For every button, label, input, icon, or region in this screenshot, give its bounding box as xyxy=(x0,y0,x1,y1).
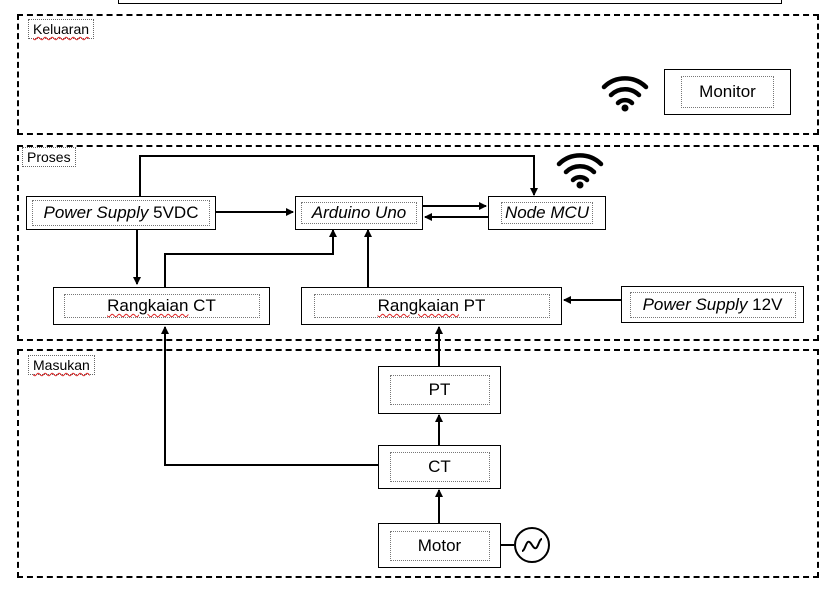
arrow-ps5v-nodemcu xyxy=(139,155,538,196)
node-mcu-label: Node MCU xyxy=(504,203,590,222)
rangkaian-ct-label-rest: CT xyxy=(188,296,216,315)
power-supply-12v-label-rest: 12V xyxy=(747,294,783,314)
rangkaian-ct-block: Rangkaian CT xyxy=(53,287,270,325)
motor-block: Motor xyxy=(378,523,501,568)
power-supply-5v-label-rest: 5VDC xyxy=(148,203,199,222)
section-keluaran xyxy=(17,14,819,135)
arduino-uno-label: Arduino Uno xyxy=(311,203,407,222)
node-mcu-block: Node MCU xyxy=(488,196,606,230)
power-supply-12v-label-italic: Power Supply xyxy=(642,294,748,314)
section-label-proses: Proses xyxy=(22,147,76,167)
power-supply-12v-block: Power Supply 12V xyxy=(621,286,804,323)
rangkaian-pt-block: Rangkaian PT xyxy=(301,287,562,325)
pt-label: PT xyxy=(428,380,451,399)
ct-block: CT xyxy=(378,445,501,489)
section-masukan xyxy=(17,349,819,578)
power-supply-5v-label-italic: Power Supply xyxy=(43,203,149,222)
monitor-block: Monitor xyxy=(664,69,791,115)
arrow-ct-rangkaian-ct xyxy=(161,326,378,466)
power-supply-5v-block: Power Supply 5VDC xyxy=(26,196,216,230)
motor-label: Motor xyxy=(417,535,462,555)
rangkaian-pt-label-rest: PT xyxy=(458,296,486,315)
section-label-keluaran: Keluaran xyxy=(28,19,95,39)
wifi-icon xyxy=(556,153,604,189)
rangkaian-pt-label-word: Rangkaian xyxy=(377,296,459,315)
rangkaian-ct-label-word: Rangkaian xyxy=(107,296,189,315)
section-label-masukan: Masukan xyxy=(28,355,95,375)
pt-block: PT xyxy=(378,366,501,414)
monitor-label: Monitor xyxy=(699,82,756,101)
arrow-rangkaian-ct-arduino xyxy=(164,229,337,287)
ct-label: CT xyxy=(428,457,451,476)
ac-source-icon xyxy=(514,527,550,563)
section-proses xyxy=(17,145,819,341)
wifi-icon xyxy=(601,76,649,112)
arduino-uno-block: Arduino Uno xyxy=(295,196,423,230)
top-frame-edge xyxy=(118,0,782,4)
